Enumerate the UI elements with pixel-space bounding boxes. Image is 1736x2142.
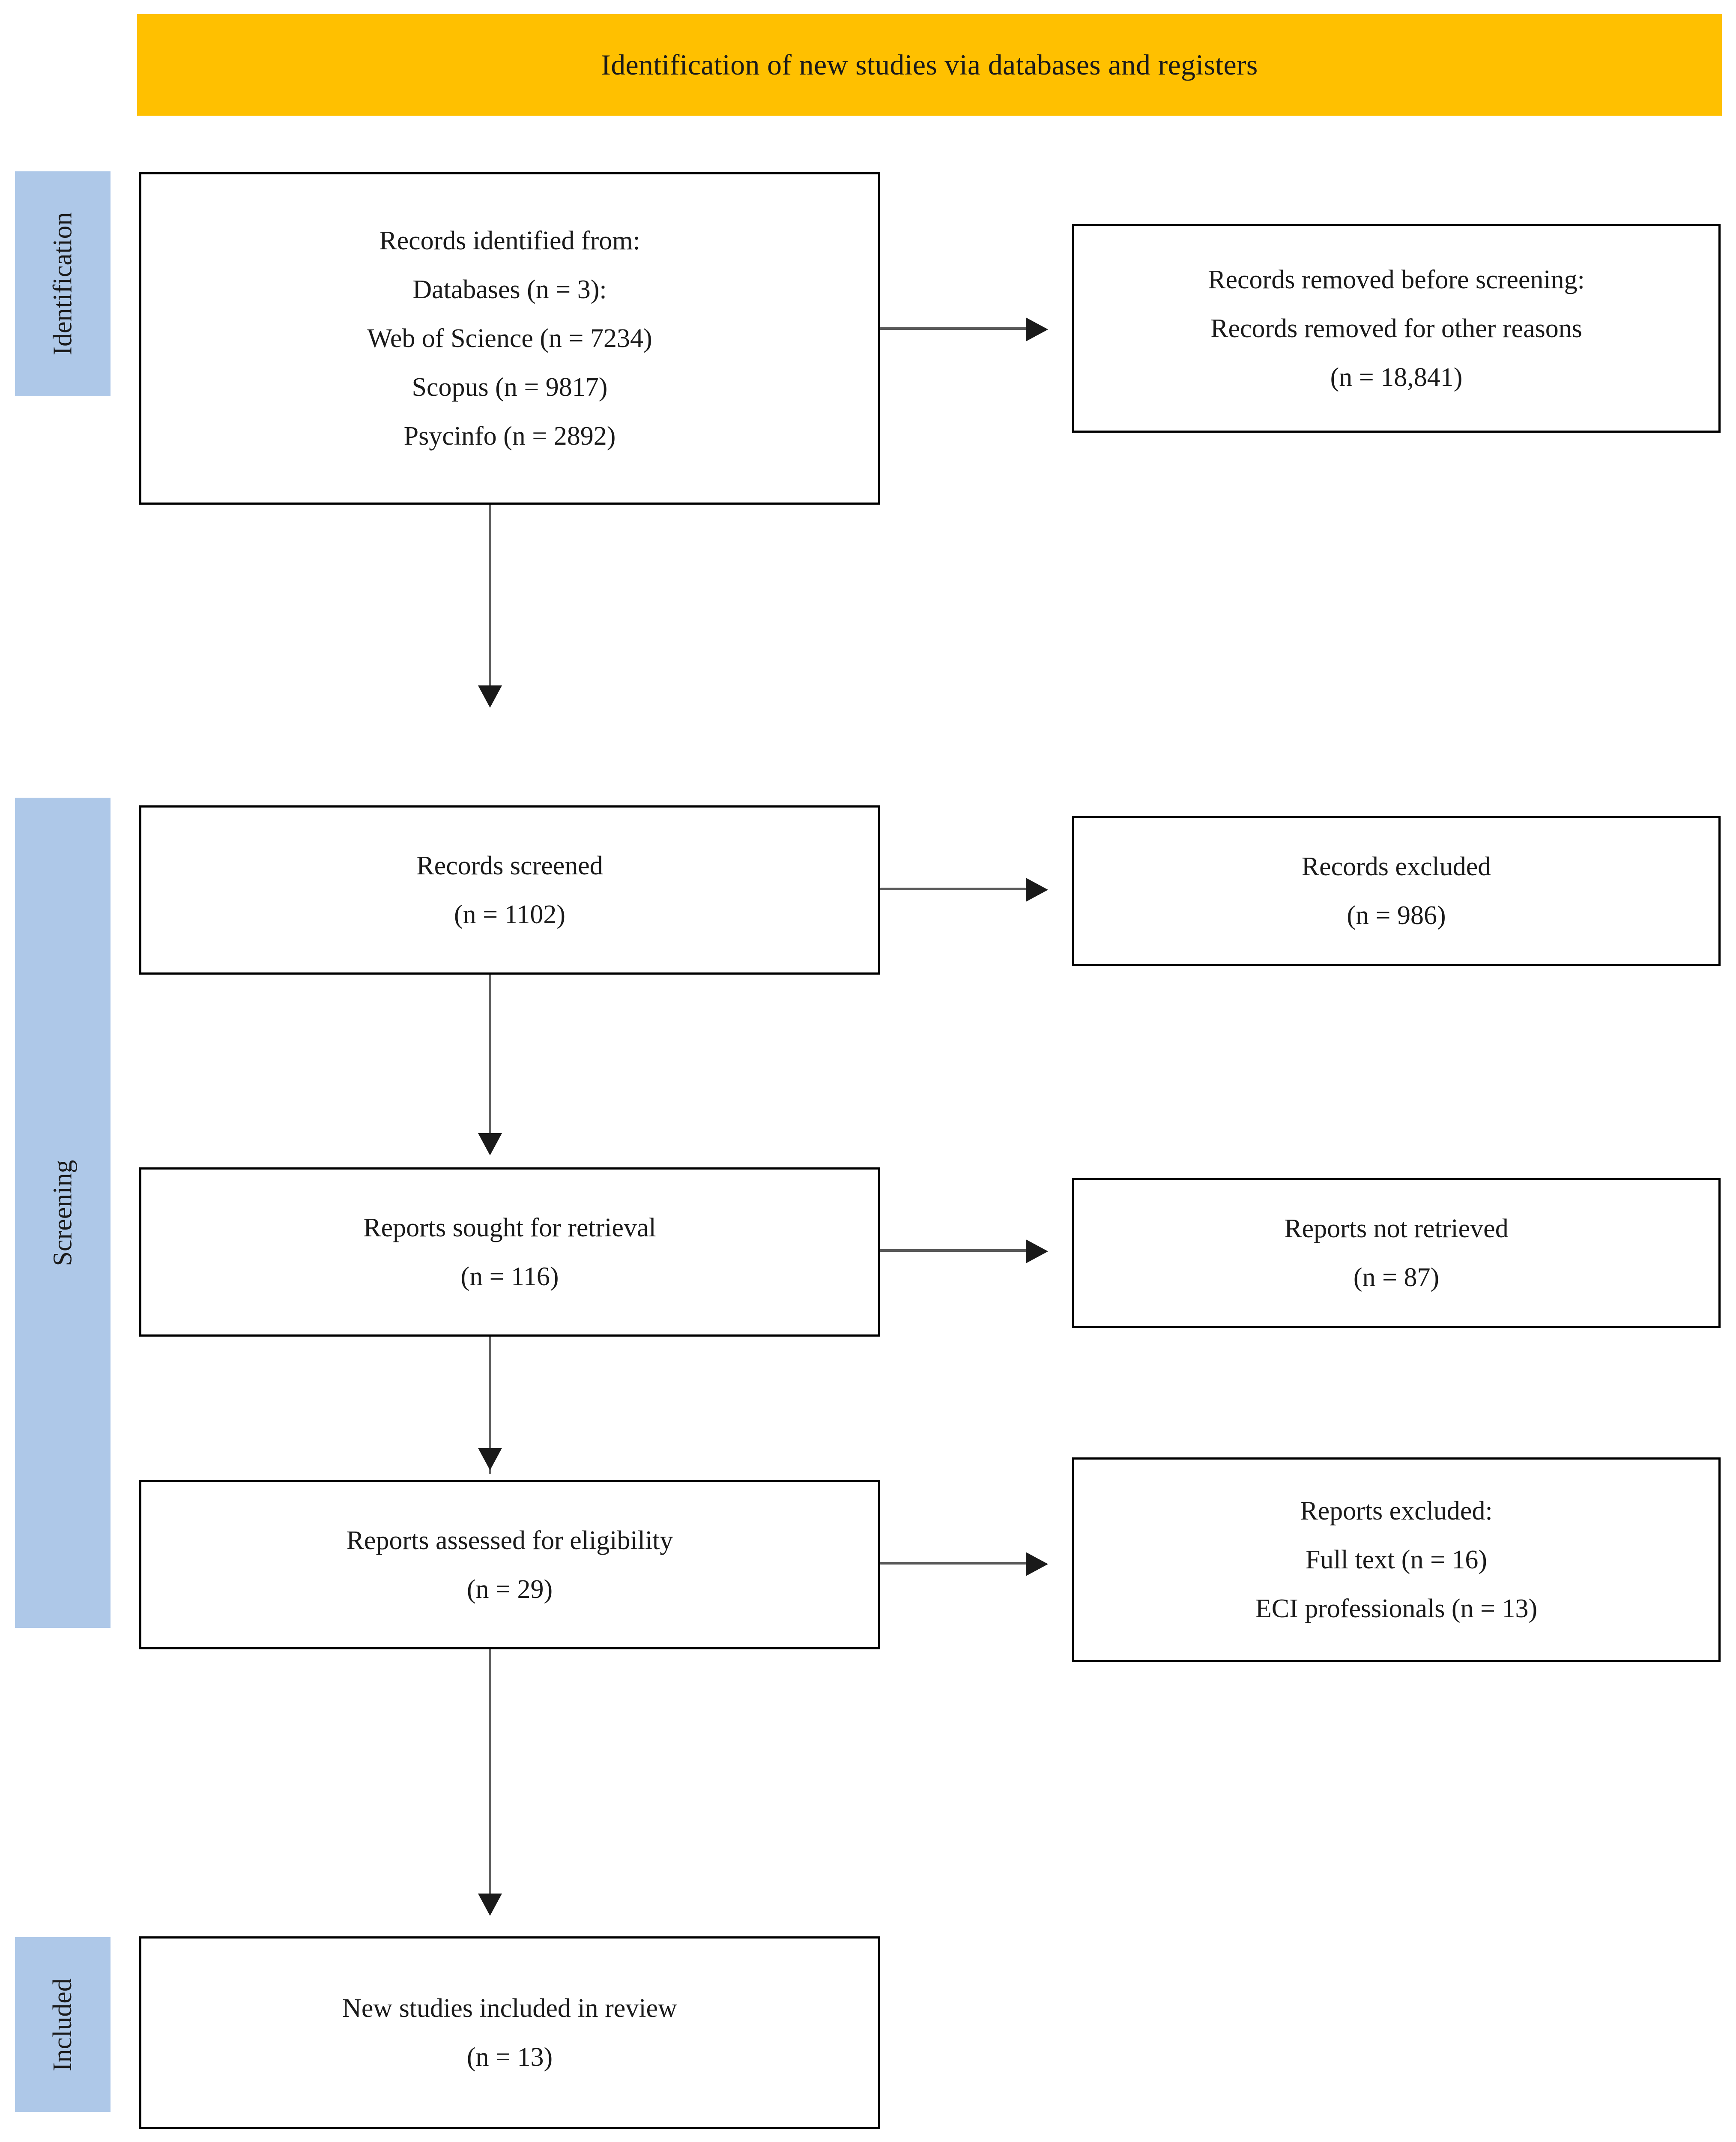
node-line: Reports excluded: [1300,1496,1493,1526]
node-line: (n = 116) [460,1262,559,1291]
diagram-header-banner: Identification of new studies via databa… [137,14,1722,116]
node-line: Records identified from: [379,226,640,255]
node-line: Records excluded [1301,852,1491,881]
connector-identified-to-screened [489,505,491,690]
node-line: Scopus (n = 9817) [412,373,608,402]
node-line: Reports assessed for eligibility [346,1526,673,1555]
node-line: (n = 986) [1347,901,1446,930]
node-line: (n = 87) [1353,1263,1440,1292]
node-reports-assessed: Reports assessed for eligibility (n = 29… [139,1480,880,1649]
stage-band-screening: Screening [15,798,111,1628]
node-line: New studies included in review [342,1994,677,2023]
node-records-excluded: Records excluded (n = 986) [1072,816,1721,966]
node-records-identified: Records identified from: Databases (n = … [139,172,880,505]
arrowhead-right-icon [1026,878,1048,902]
node-line: (n = 18,841) [1330,362,1463,392]
arrowhead-right-icon [1026,1552,1048,1576]
page-title: Identification of new studies via databa… [601,48,1258,81]
arrowhead-right-icon [1026,1239,1048,1263]
node-reports-sought: Reports sought for retrieval (n = 116) [139,1167,880,1337]
connector-screened-to-sought [489,975,491,1137]
node-line: (n = 29) [466,1574,553,1604]
stage-band-included-label: Included [48,1978,77,2071]
arrowhead-right-icon [1026,317,1048,341]
stage-band-screening-label: Screening [48,1160,78,1266]
node-reports-excluded: Reports excluded: Full text (n = 16) ECI… [1072,1457,1721,1662]
node-line: Full text (n = 16) [1305,1545,1488,1574]
connector-screened-to-excluded [880,888,1028,890]
node-records-screened: Records screened (n = 1102) [139,805,880,975]
node-line: Psycinfo (n = 2892) [403,422,616,451]
node-line: Web of Science (n = 7234) [367,324,652,353]
connector-assessed-to-included [489,1649,491,1906]
arrowhead-down-icon [478,1894,502,1916]
node-line: Reports sought for retrieval [363,1213,656,1242]
node-line: (n = 1102) [454,900,565,929]
node-reports-not-retrieved: Reports not retrieved (n = 87) [1072,1178,1721,1328]
node-records-removed: Records removed before screening: Record… [1072,224,1721,433]
node-line: (n = 13) [466,2043,553,2072]
node-new-studies-included: New studies included in review (n = 13) [139,1936,880,2129]
connector-identified-to-removed [880,327,1028,330]
node-line: Databases (n = 3): [412,275,607,304]
node-line: Records screened [416,851,603,880]
stage-band-included: Included [15,1937,111,2112]
stage-band-identification: Identification [15,171,111,396]
arrowhead-down-icon [478,1133,502,1155]
node-line: ECI professionals (n = 13) [1255,1594,1538,1623]
node-line: Records removed before screening: [1208,265,1585,294]
node-line: Reports not retrieved [1284,1214,1509,1243]
arrowhead-down-icon [478,685,502,708]
connector-sought-to-not-retrieved [880,1249,1028,1252]
stage-band-identification-label: Identification [48,212,78,356]
node-line: Records removed for other reasons [1210,314,1582,343]
arrowhead-down-icon [478,1448,502,1470]
connector-assessed-to-reports-excluded [880,1562,1028,1565]
connector-sought-to-assessed [489,1337,491,1474]
